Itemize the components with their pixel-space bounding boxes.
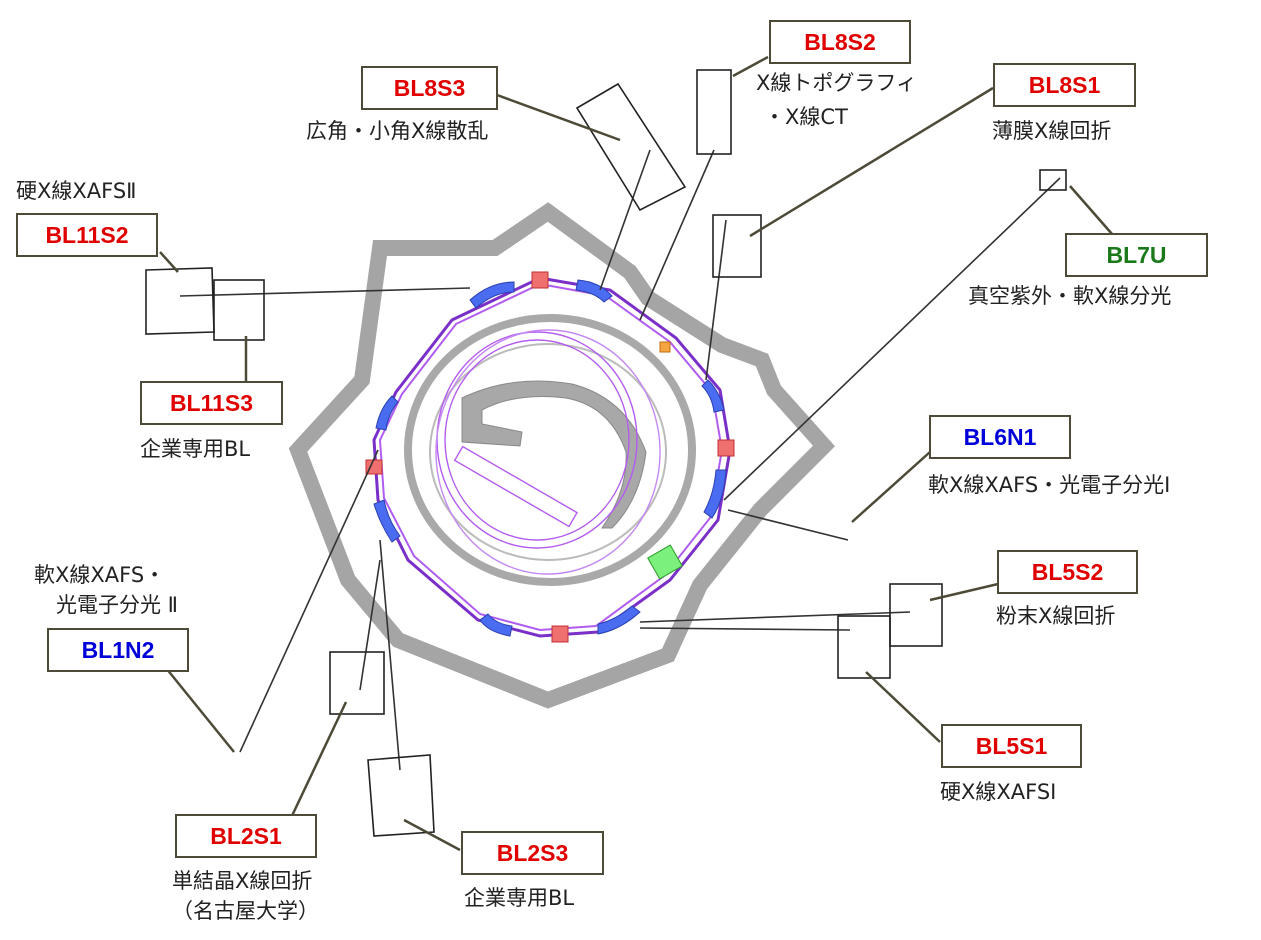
label-bl8s1: BL8S1: [993, 63, 1136, 107]
label-bl2s3: BL2S3: [461, 831, 604, 875]
label-bl1n2: BL1N2: [47, 628, 189, 672]
label-bl7u: BL7U: [1065, 233, 1208, 277]
label-bl5s2: BL5S2: [997, 550, 1138, 594]
label-bl6n1: BL6N1: [929, 415, 1071, 459]
desc-bl1n2-2: 光電子分光 Ⅱ: [56, 593, 179, 617]
injector-wall: [461, 380, 647, 529]
label-bl8s2: BL8S2: [769, 20, 911, 64]
desc-bl8s1: 薄膜X線回折: [992, 119, 1112, 143]
desc-bl2s1-2: （名古屋大学）: [172, 899, 319, 923]
desc-bl2s3: 企業専用BL: [464, 886, 575, 910]
desc-bl8s3: 広角・小角X線散乱: [306, 119, 489, 143]
label-bl8s3: BL8S3: [361, 66, 498, 110]
desc-bl11s2: 硬X線XAFSⅡ: [16, 179, 137, 203]
label-bl5s1: BL5S1: [941, 724, 1082, 768]
desc-bl5s1: 硬X線XAFSⅠ: [940, 780, 1057, 804]
desc-bl11s3: 企業専用BL: [140, 437, 251, 461]
label-bl11s3: BL11S3: [140, 381, 283, 425]
desc-bl2s1-1: 単結晶X線回折: [172, 869, 313, 893]
desc-bl8s2-2: ・X線CT: [764, 105, 848, 129]
bending-magnets: [373, 279, 727, 637]
desc-bl8s2-1: X線トポグラフィ: [756, 71, 917, 95]
desc-bl1n2-1: 軟X線XAFS・: [34, 563, 166, 587]
inner-ring-wall: [404, 314, 696, 586]
booster-ring: [435, 329, 661, 575]
experimental-hutches: [145, 69, 1067, 837]
desc-bl7u: 真空紫外・軟X線分光: [968, 284, 1172, 308]
label-bl2s1: BL2S1: [175, 814, 317, 858]
desc-bl5s2: 粉末X線回折: [996, 604, 1116, 628]
leader-lines: [159, 55, 1113, 852]
desc-bl6n1: 軟X線XAFS・光電子分光Ⅰ: [928, 473, 1171, 497]
beamline-paths: [179, 149, 1061, 771]
rf-cavities: [365, 271, 735, 643]
label-bl11s2: BL11S2: [16, 213, 158, 257]
